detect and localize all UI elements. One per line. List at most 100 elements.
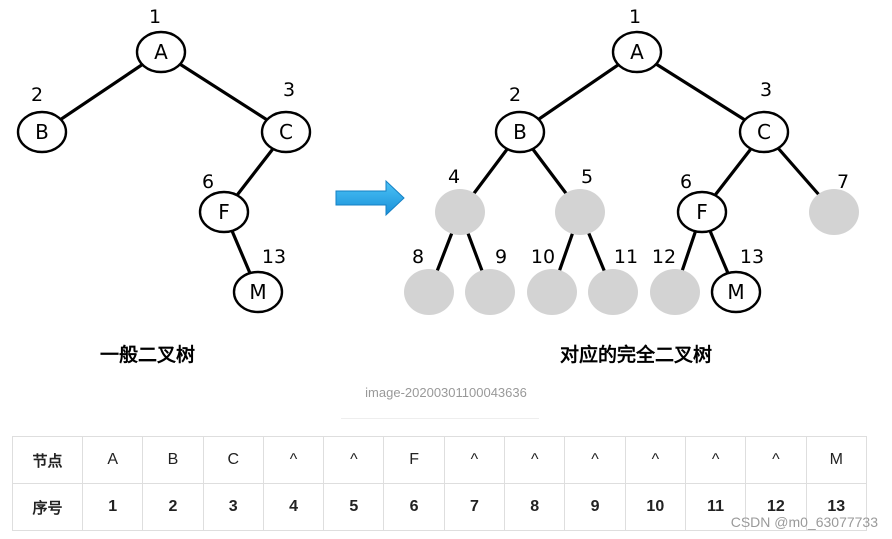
- table-cell: 11: [684, 483, 747, 531]
- node-circle: [494, 110, 546, 154]
- table-header-seq: 序号: [12, 483, 83, 531]
- node-label: C: [279, 120, 293, 144]
- sequence-table: 节点 A B C ^ ^ F ^ ^ ^ ^ ^ ^ M 序号 1 2 3 4 …: [12, 436, 868, 531]
- table-cell: 10: [624, 483, 686, 531]
- table-cell: ^: [684, 436, 747, 484]
- transform-arrow: [335, 179, 405, 217]
- placeholder-node: [555, 189, 605, 235]
- table-cell: 1: [81, 483, 144, 531]
- node-number: 7: [837, 171, 849, 193]
- node-label: F: [696, 200, 708, 224]
- right-tree-edge: [635, 50, 766, 134]
- node-number: 2: [31, 84, 43, 106]
- left-tree-caption: 一般二叉树: [100, 344, 196, 366]
- node-circle: [710, 270, 762, 314]
- node-number: 8: [412, 246, 424, 268]
- left-tree-node: C3: [260, 79, 312, 154]
- node-number: 13: [740, 246, 764, 268]
- node-number: 3: [283, 79, 295, 101]
- table-row-node: 节点 A B C ^ ^ F ^ ^ ^ ^ ^ ^ M: [12, 436, 868, 484]
- left-tree-node: B2: [16, 84, 68, 154]
- table-cell: F: [383, 436, 445, 484]
- table-cell: A: [81, 436, 144, 484]
- placeholder-node: [527, 269, 577, 315]
- node-number: 1: [149, 6, 161, 28]
- node-circle: [260, 110, 312, 154]
- node-number: 5: [581, 166, 593, 188]
- right-tree-node: 10: [527, 246, 577, 315]
- left-tree-node: A1: [135, 6, 187, 74]
- right-tree-node: 7: [809, 171, 859, 235]
- right-tree-node: F6: [676, 171, 728, 234]
- right-tree-node: A1: [611, 6, 663, 74]
- placeholder-node: [809, 189, 859, 235]
- node-number: 9: [495, 246, 507, 268]
- table-cell: 8: [504, 483, 566, 531]
- right-tree-node: 9: [465, 246, 515, 315]
- table-cell: 5: [323, 483, 385, 531]
- caption-divider: [341, 418, 539, 419]
- node-circle: [232, 270, 284, 314]
- table-cell: 9: [564, 483, 626, 531]
- node-circle: [135, 30, 187, 74]
- right-tree-node: 4: [435, 166, 485, 235]
- left-tree-edge: [159, 50, 288, 134]
- node-label: A: [630, 40, 644, 64]
- table-cell: ^: [323, 436, 385, 484]
- node-number: 3: [760, 79, 772, 101]
- placeholder-node: [435, 189, 485, 235]
- placeholder-node: [404, 269, 454, 315]
- node-label: A: [154, 40, 168, 64]
- table-cell: 2: [142, 483, 204, 531]
- node-circle: [611, 30, 663, 74]
- table-row-seq: 序号 1 2 3 4 5 6 7 8 9 10 11 12 13: [12, 483, 868, 531]
- table-cell: ^: [564, 436, 626, 484]
- node-label: M: [727, 280, 744, 304]
- right-tree-node: 8: [404, 246, 454, 315]
- table-cell: ^: [624, 436, 686, 484]
- left-tree-edge: [40, 50, 163, 134]
- node-circle: [198, 190, 250, 234]
- left-tree-node: F6: [198, 171, 250, 234]
- table-cell: B: [142, 436, 204, 484]
- right-tree-node: M 13: [710, 246, 764, 314]
- table-cell: 6: [383, 483, 445, 531]
- table-cell: 12: [745, 483, 807, 531]
- table-cell: ^: [443, 436, 506, 484]
- node-circle: [738, 110, 790, 154]
- table-cell: ^: [262, 436, 325, 484]
- placeholder-node: [588, 269, 638, 315]
- node-label: M: [249, 280, 266, 304]
- right-tree-node: 12: [650, 246, 700, 315]
- left-tree-node: M 13: [232, 246, 286, 314]
- right-tree-node: 11: [588, 246, 638, 315]
- node-number: 13: [262, 246, 286, 268]
- table-cell: M: [805, 436, 868, 484]
- table-cell: 13: [805, 483, 868, 531]
- table-header-node: 节点: [12, 436, 83, 484]
- right-tree-node: C3: [738, 79, 790, 154]
- right-tree-caption: 对应的完全二叉树: [560, 344, 713, 366]
- node-circle: [676, 190, 728, 234]
- placeholder-node: [650, 269, 700, 315]
- node-number: 1: [629, 6, 641, 28]
- csdn-watermark: CSDN @m0_63077733: [730, 514, 878, 530]
- node-label: B: [35, 120, 49, 144]
- node-number: 2: [509, 84, 521, 106]
- node-number: 6: [680, 171, 692, 193]
- right-tree-node: 5: [555, 166, 605, 235]
- table-cell: ^: [745, 436, 807, 484]
- table-cell: 4: [262, 483, 325, 531]
- node-label: C: [757, 120, 771, 144]
- right-tree-node: B2: [494, 84, 546, 154]
- node-label: B: [513, 120, 527, 144]
- table-cell: 3: [202, 483, 264, 531]
- node-number: 10: [531, 246, 555, 268]
- node-label: F: [218, 200, 230, 224]
- node-number: 4: [448, 166, 460, 188]
- node-number: 6: [202, 171, 214, 193]
- image-caption: image-20200301100043636: [365, 385, 527, 400]
- table-cell: C: [202, 436, 264, 484]
- table-cell: 7: [443, 483, 506, 531]
